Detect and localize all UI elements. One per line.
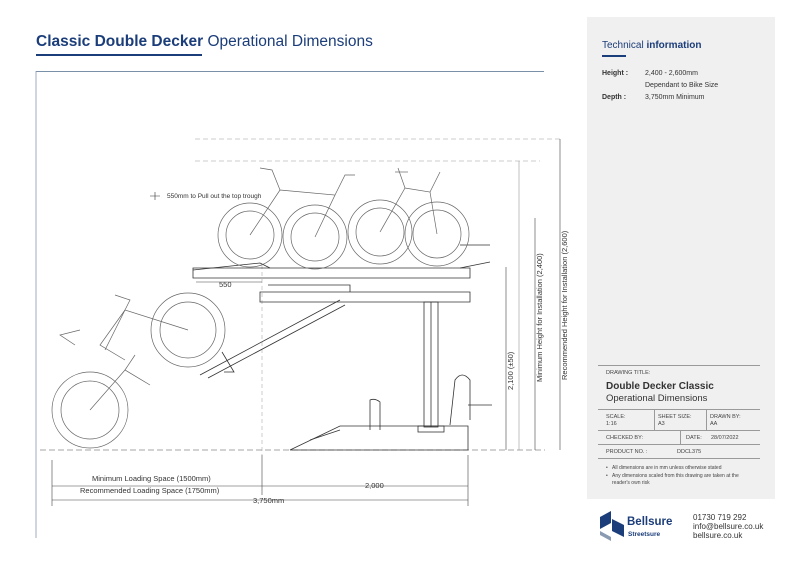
product-no-value: DDCL375 — [677, 449, 702, 455]
scale-label: SCALE: — [606, 414, 626, 420]
technical-underline — [602, 55, 626, 57]
rec-loading-space: Recommended Loading Space (1750mm) — [80, 486, 220, 495]
technical-heading-bold: information — [646, 40, 702, 51]
date-label: DATE: — [686, 435, 702, 441]
drawing-title-1: Double Decker Classic — [606, 381, 714, 392]
depth-label: Depth : — [602, 94, 627, 101]
height-label: Height : — [602, 70, 629, 77]
checked-by-label: CHECKED BY: — [606, 435, 643, 441]
contact-email[interactable]: info@bellsure.co.uk — [693, 522, 764, 531]
drawn-by-label: DRAWN BY: — [710, 414, 741, 420]
title-block-divider — [654, 409, 655, 430]
date-value: 28/07/2022 — [711, 435, 739, 441]
title-block-bottom — [598, 458, 760, 459]
drawn-by-value: AA — [710, 421, 718, 427]
title-block-divider — [706, 409, 707, 430]
height-note: Dependant to Bike Size — [645, 82, 719, 89]
title-block-top — [598, 365, 760, 366]
title-rule — [36, 71, 544, 72]
note-item: •Any dimensions scaled from this drawing… — [606, 473, 739, 486]
title-block-rule — [598, 444, 760, 445]
drawing-title-2: Operational Dimensions — [606, 393, 708, 404]
sheet-size-label: SHEET SIZE: — [658, 414, 692, 420]
note-item: •All dimensions are in mm unless otherwi… — [606, 465, 722, 471]
bellsure-logo-icon — [600, 511, 624, 541]
drawing-title-label: DRAWING TITLE: — [606, 370, 651, 376]
pull-out-note: 550mm to Pull out the top trough — [167, 193, 262, 200]
page-title-rest: Operational Dimensions — [203, 33, 373, 50]
rack-structure — [192, 244, 492, 451]
dim-min-height: Minimum Height for Installation (2,400) — [535, 253, 544, 382]
page-title: Classic Double Decker Operational Dimens… — [36, 33, 373, 51]
title-underline — [36, 54, 202, 56]
title-block-rule — [598, 430, 760, 431]
sheet-size-value: A3 — [658, 421, 665, 427]
depth-value: 3,750mm Minimum — [645, 94, 705, 101]
contact-website[interactable]: bellsure.co.uk — [693, 531, 743, 540]
technical-heading: Technical information — [602, 40, 701, 51]
page-title-bold: Classic Double Decker — [36, 33, 204, 50]
dim-rec-height: Recommended Height for Installation (2,6… — [560, 230, 569, 380]
product-no-label: PRODUCT NO. : — [606, 449, 648, 455]
bicycles — [51, 167, 470, 449]
technical-heading-plain: Technical — [602, 40, 647, 51]
brand-sub: Streetsure — [628, 531, 661, 538]
dim-2100: 2,100 (±50) — [506, 351, 515, 390]
title-block-divider — [680, 430, 681, 444]
info-sidebar — [587, 17, 775, 499]
dim-2000: 2,000 — [365, 481, 384, 490]
brand-name: Bellsure — [627, 516, 673, 528]
min-loading-space: Minimum Loading Space (1500mm) — [92, 474, 211, 483]
scale-value: 1:16 — [606, 421, 617, 427]
title-block-rule — [598, 409, 760, 410]
dim-550: 550 — [219, 280, 232, 289]
contact-phone: 01730 719 292 — [693, 513, 747, 522]
dim-3750: 3,750mm — [253, 496, 284, 505]
height-value: 2,400 - 2,600mm — [645, 70, 698, 77]
